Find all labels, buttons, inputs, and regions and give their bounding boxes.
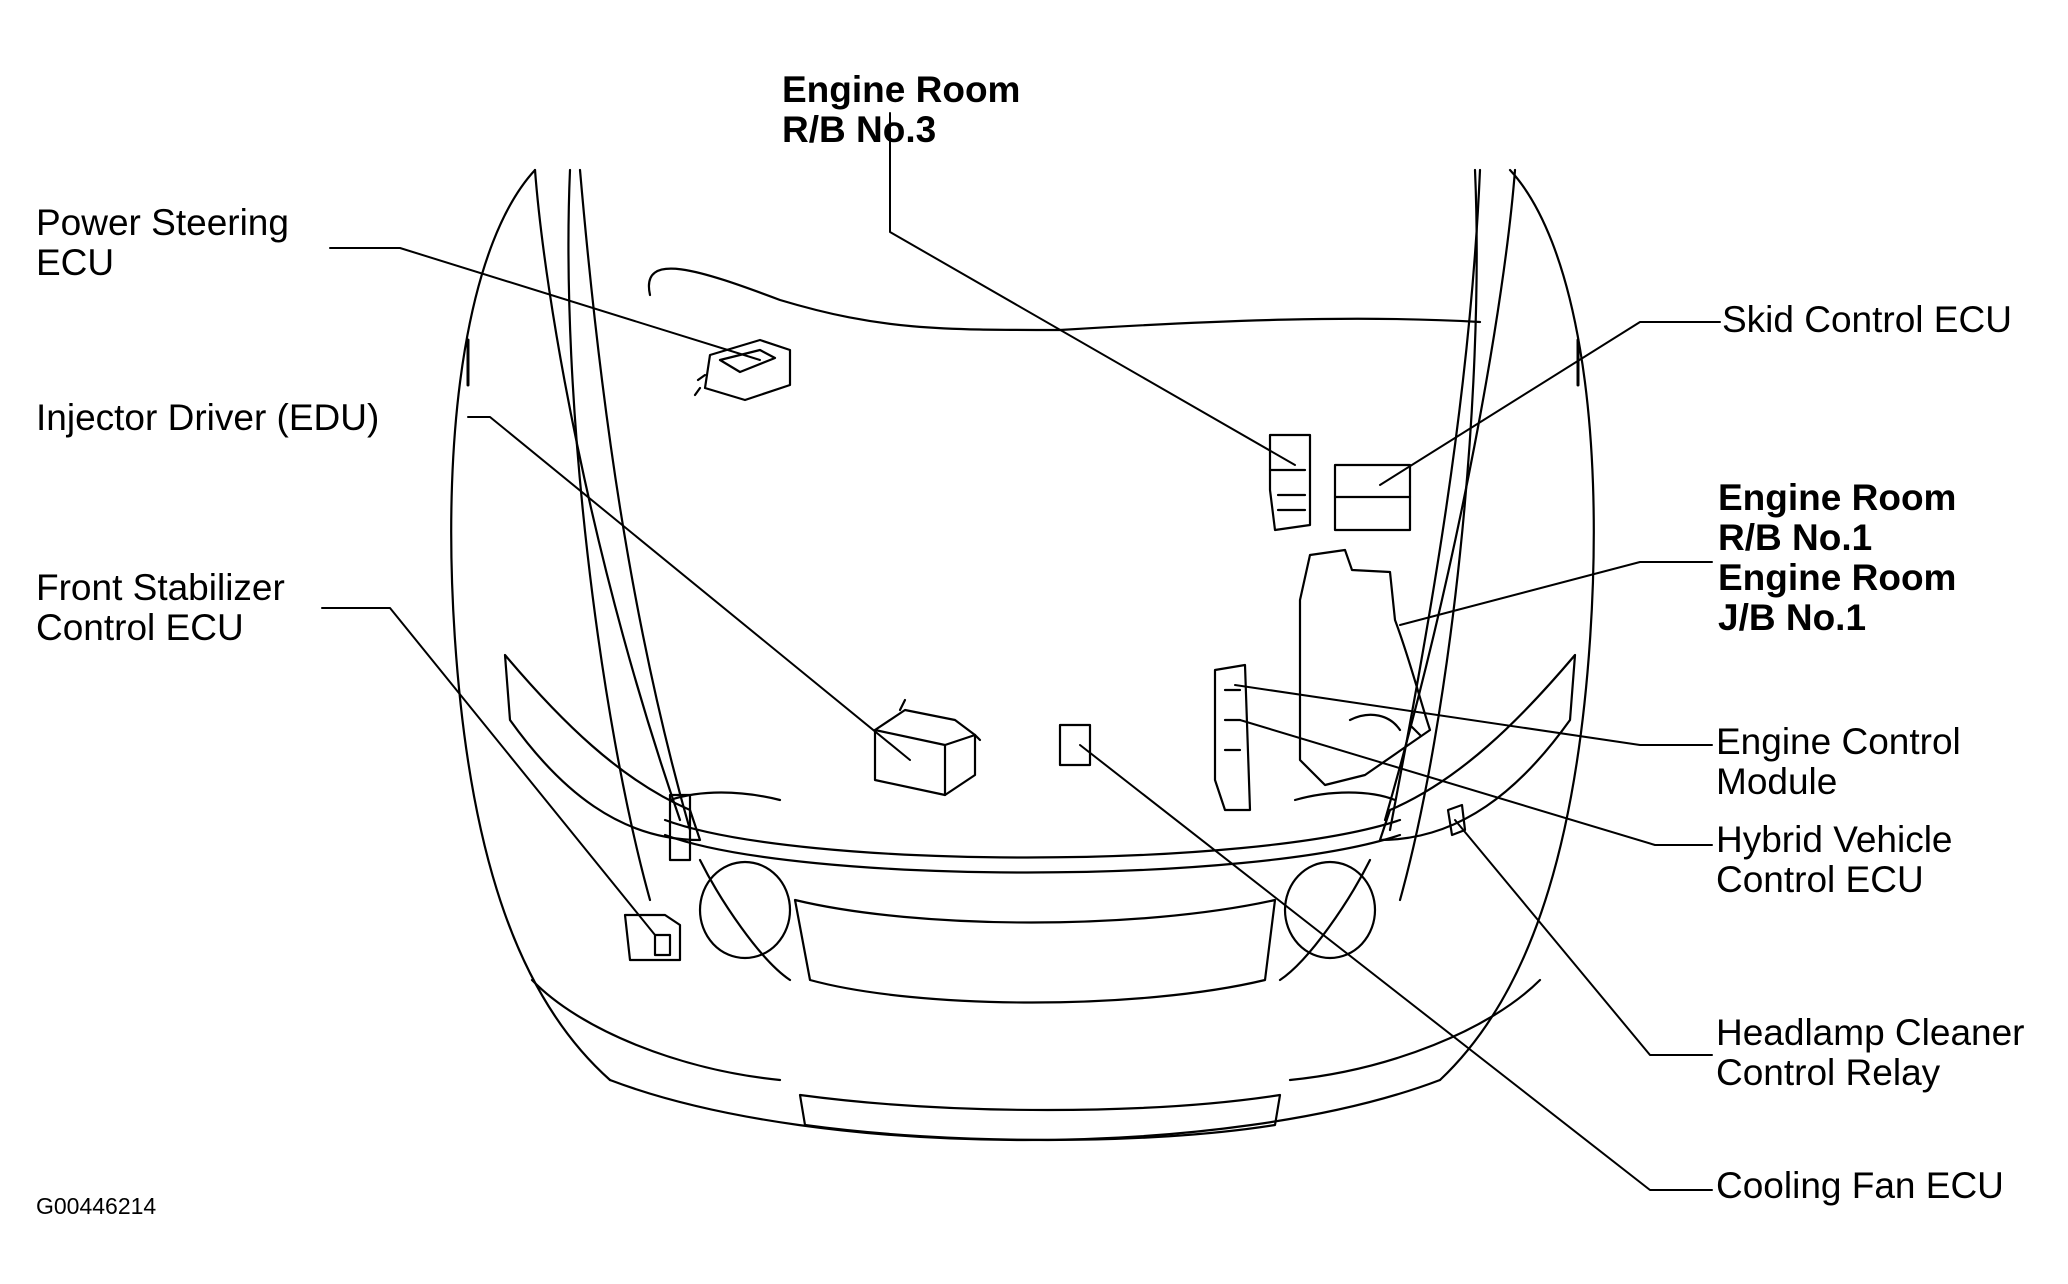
skid-control-ecu-part [1333, 463, 1412, 532]
cooling-fan-ecu-part [1058, 723, 1092, 767]
label-power-steering-ecu: Power Steering ECU [36, 202, 289, 283]
headlamp-cleaner-relay-part [1446, 803, 1467, 837]
front-grille [530, 791, 1542, 1142]
label-injector-driver: Injector Driver (EDU) [36, 397, 380, 438]
injector-driver-part [873, 698, 982, 797]
power-steering-ecu-part [693, 338, 792, 402]
figure-code: G00446214 [36, 1193, 157, 1219]
label-hybrid-vehicle-ecu: Hybrid Vehicle Control ECU [1716, 819, 1953, 900]
label-engine-control-module: Engine Control Module [1716, 721, 1961, 802]
engine-room-rb3-part [1268, 433, 1312, 532]
hood-outline [533, 168, 1517, 832]
front-stabilizer-ecu-part [623, 913, 682, 962]
label-skid-control-ecu: Skid Control ECU [1722, 299, 2012, 340]
label-front-stabilizer-ecu: Front Stabilizer Control ECU [36, 567, 285, 648]
label-engine-room-rb3: Engine Room R/B No.3 [782, 69, 1021, 150]
label-cooling-fan-ecu: Cooling Fan ECU [1716, 1165, 2004, 1206]
leader-lines [321, 112, 1721, 1191]
engine-room-rb1-part [1298, 548, 1432, 787]
engine-control-module-part [1213, 663, 1252, 812]
label-engine-room-rb1-jb1: Engine Room R/B No.1 Engine Room J/B No.… [1718, 477, 1957, 638]
label-headlamp-cleaner-relay: Headlamp Cleaner Control Relay [1716, 1012, 2025, 1093]
